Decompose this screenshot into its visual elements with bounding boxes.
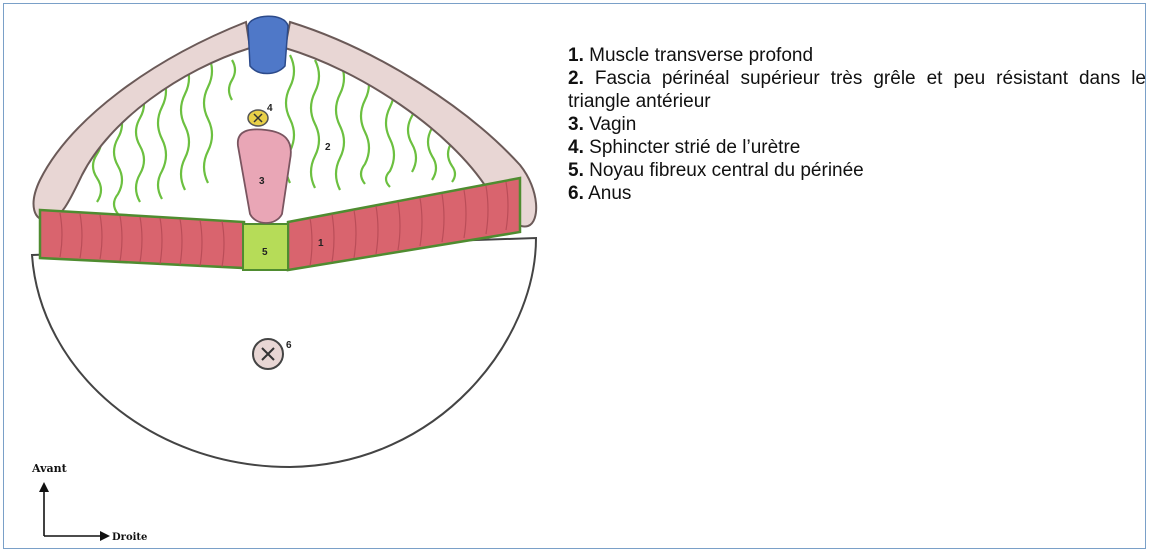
perineum-diagram: 4 2 3 5 1 6 Avant Droite (0, 0, 560, 554)
legend-item: 6. Anus (568, 182, 1146, 205)
urethral-sphincter (248, 110, 268, 126)
orientation-up-label: Avant (31, 462, 68, 475)
legend-text: Sphincter strié de l’urètre (589, 137, 800, 158)
legend-text: Noyau fibreux central du périnée (589, 160, 864, 181)
legend: 1. Muscle transverse profond 2. Fascia p… (568, 44, 1146, 205)
legend-number: 1. (568, 45, 584, 66)
legend-number: 4. (568, 137, 584, 158)
diagram-label-4: 4 (267, 103, 273, 114)
orientation-indicator: Avant Droite (31, 462, 147, 543)
anus (253, 339, 283, 369)
diagram-label-5: 5 (262, 247, 268, 258)
legend-number: 6. (568, 183, 584, 204)
legend-number: 2. (568, 68, 584, 89)
legend-text: Fascia périnéal supérieur très grêle et … (568, 68, 1146, 112)
legend-number: 5. (568, 160, 584, 181)
legend-text: Anus (588, 183, 631, 204)
legend-number: 3. (568, 114, 584, 135)
legend-text: Vagin (589, 114, 636, 135)
diagram-label-1: 1 (318, 238, 324, 249)
legend-item: 3. Vagin (568, 113, 1146, 136)
legend-item: 5. Noyau fibreux central du périnée (568, 159, 1146, 182)
legend-item: 2. Fascia périnéal supérieur très grêle … (568, 67, 1146, 113)
perineum-outline (32, 238, 536, 467)
diagram-label-2: 2 (325, 142, 331, 153)
diagram-label-6: 6 (286, 340, 292, 351)
legend-text: Muscle transverse profond (589, 45, 813, 66)
legend-item: 1. Muscle transverse profond (568, 44, 1146, 67)
pubic-symphysis (248, 16, 288, 73)
left-ischiopubic-ramus (34, 22, 250, 220)
diagram-label-3: 3 (259, 176, 265, 187)
legend-item: 4. Sphincter strié de l’urètre (568, 136, 1146, 159)
orientation-right-label: Droite (112, 532, 147, 543)
